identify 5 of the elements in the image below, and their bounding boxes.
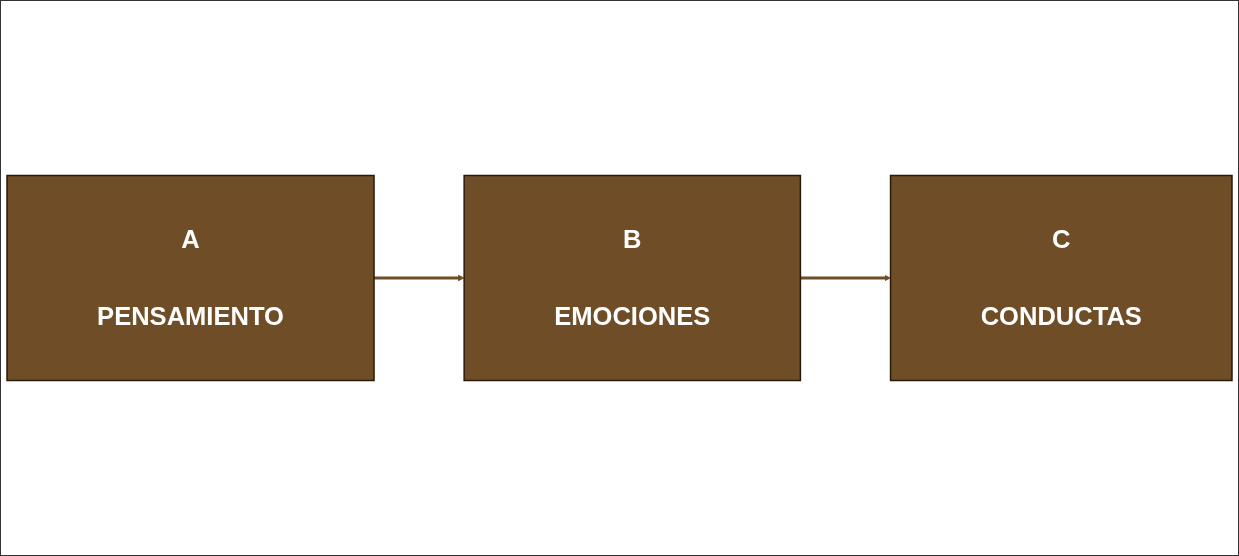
arrow bbox=[800, 274, 891, 282]
node-box: C CONDUCTAS bbox=[889, 174, 1233, 382]
arrow bbox=[374, 274, 465, 282]
node-box: A PENSAMIENTO bbox=[6, 174, 375, 382]
node-box: B EMOCIONES bbox=[463, 174, 802, 382]
